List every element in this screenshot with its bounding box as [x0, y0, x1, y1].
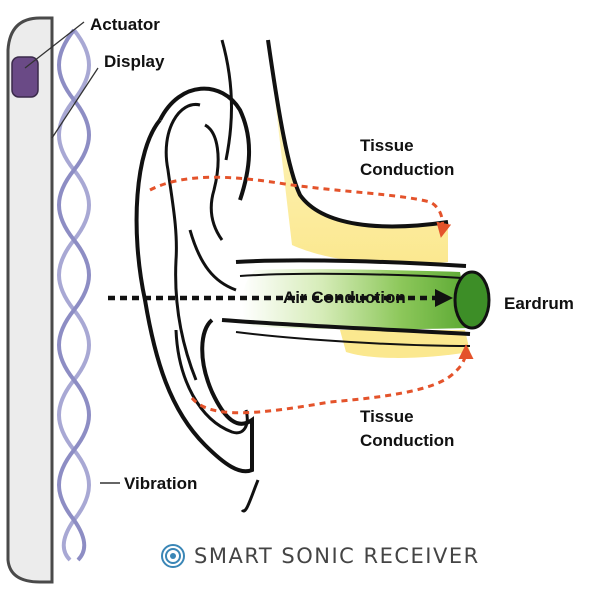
head-outline [220, 39, 233, 161]
skull-back-line [266, 39, 449, 229]
ear-canal-fill [241, 269, 470, 330]
pinna-helix-inner [164, 103, 201, 381]
pinna-lobe [174, 329, 249, 435]
tissue-conduction-bottom-label-line2: Conduction [360, 431, 455, 450]
concentric-circles-logo-icon [161, 544, 185, 568]
actuator-leader [24, 21, 85, 69]
vibration-label: Vibration [124, 474, 198, 493]
phone-body [6, 16, 54, 584]
vibration-wave-b [57, 28, 91, 562]
eardrum-label: Eardrum [504, 294, 574, 313]
tissue-region-top [268, 40, 448, 265]
eardrum-ellipse [453, 270, 491, 330]
ear-canal-top-wall-inner [239, 272, 463, 279]
pinna-top [158, 86, 251, 201]
tissue-conduction-bottom-label-line1: Tissue [360, 407, 414, 426]
tissue-arrow-bottom [190, 344, 474, 415]
ear-canal-top-wall [235, 258, 467, 268]
brand-text: SMART SONIC RECEIVER [194, 544, 480, 568]
pinna-outer [134, 118, 254, 474]
ear-canal-bottom-wall [221, 318, 471, 336]
tissue-conduction-top-label-line2: Conduction [360, 160, 455, 179]
tissue-arrow-top [149, 175, 452, 238]
actuator-block [11, 56, 39, 98]
pinna-antihelix [204, 123, 224, 241]
pinna-concha [188, 229, 237, 292]
display-label: Display [104, 52, 165, 71]
tissue-conduction-top-label-line1: Tissue [360, 136, 414, 155]
brand-footer: SMART SONIC RECEIVER [160, 539, 480, 573]
ear-canal-bottom-wall-inner [235, 331, 471, 347]
air-conduction-label: Air Conduction [283, 288, 406, 307]
neck-outline [240, 479, 260, 513]
actuator-label: Actuator [90, 15, 160, 34]
display-leader [51, 67, 99, 139]
